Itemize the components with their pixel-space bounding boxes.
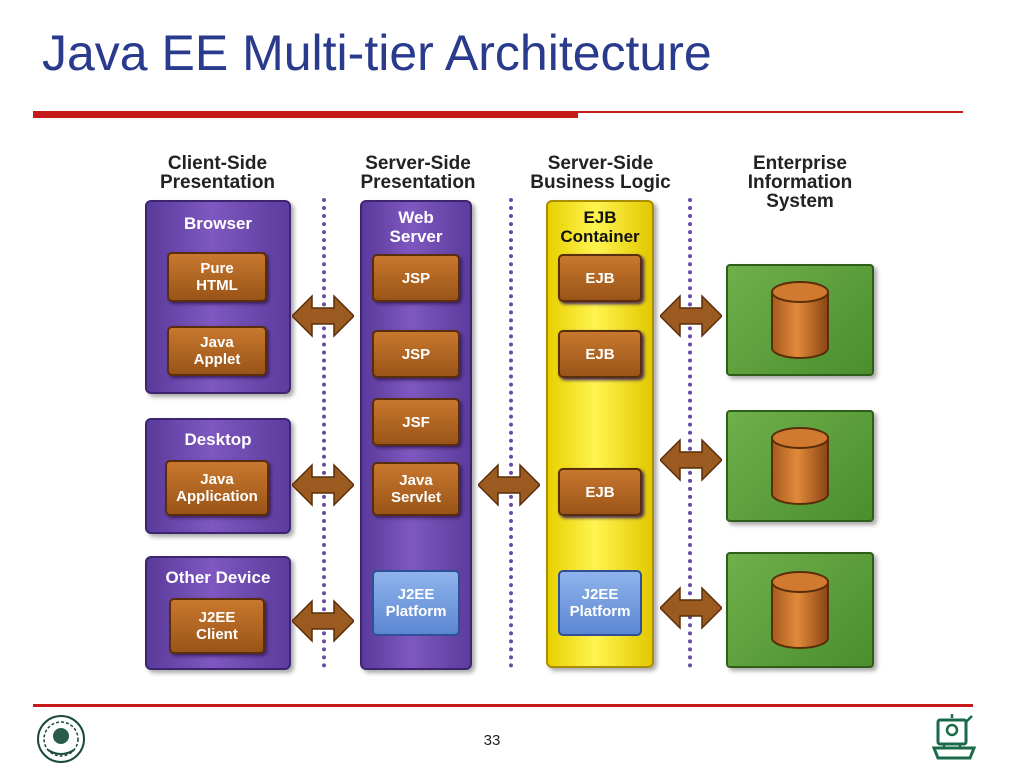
title-divider-accent bbox=[33, 111, 578, 118]
header-line: Business Logic bbox=[530, 172, 671, 193]
database-icon bbox=[771, 427, 829, 505]
platform-line: J2EE bbox=[581, 586, 619, 603]
tier-separator bbox=[322, 198, 326, 668]
component-line: Java bbox=[399, 472, 433, 489]
header-line: Presentation bbox=[360, 172, 476, 193]
department-logo-icon bbox=[931, 714, 977, 760]
component-line: Pure bbox=[200, 260, 234, 277]
component-line: Servlet bbox=[390, 489, 442, 506]
slide-title: Java EE Multi-tier Architecture bbox=[42, 25, 712, 81]
header-line: Client-Side bbox=[167, 153, 268, 174]
label-line: Web bbox=[398, 208, 434, 227]
database-icon bbox=[771, 281, 829, 359]
platform-line: Platform bbox=[569, 603, 631, 620]
desktop-label: Desktop bbox=[184, 430, 252, 449]
bidirectional-arrow-icon bbox=[660, 294, 722, 338]
other-device-label: Other Device bbox=[165, 568, 271, 587]
ejb-component: EJB bbox=[558, 330, 642, 378]
component-line: Applet bbox=[193, 351, 241, 368]
ejb-component: EJB bbox=[558, 468, 642, 516]
tier-separator bbox=[509, 198, 513, 668]
component-line: Java bbox=[200, 471, 234, 488]
ejb-container-label: EJB Container bbox=[548, 208, 652, 246]
bidirectional-arrow-icon bbox=[292, 294, 354, 338]
slide-number: 33 bbox=[483, 732, 501, 749]
bidirectional-arrow-icon bbox=[478, 463, 540, 507]
header-line: Presentation bbox=[159, 172, 276, 193]
jsp-component: JSP bbox=[372, 254, 460, 302]
eis-panel bbox=[726, 410, 874, 522]
label-line: Server bbox=[389, 227, 443, 246]
label-line: Container bbox=[560, 227, 640, 246]
header-line: Information bbox=[747, 172, 853, 193]
jsp-component: JSP bbox=[372, 330, 460, 378]
header-line: System bbox=[766, 191, 834, 212]
component-line: Client bbox=[196, 626, 238, 643]
header-line: Server-Side bbox=[365, 153, 471, 174]
header-eis: Enterprise Information System bbox=[720, 154, 880, 211]
university-logo-icon bbox=[37, 715, 85, 763]
header-server-presentation: Server-Side Presentation bbox=[338, 154, 498, 192]
footer-divider bbox=[33, 704, 973, 707]
eis-panel bbox=[726, 264, 874, 376]
platform-line: J2EE bbox=[397, 586, 435, 603]
component-line: Java bbox=[200, 334, 234, 351]
header-client-side: Client-Side Presentation bbox=[140, 154, 295, 192]
bidirectional-arrow-icon bbox=[660, 586, 722, 630]
jsf-component: JSF bbox=[372, 398, 460, 446]
header-line: Enterprise bbox=[753, 153, 847, 174]
label-line: EJB bbox=[583, 208, 617, 227]
eis-panel bbox=[726, 552, 874, 668]
component-line: Application bbox=[176, 488, 258, 505]
component-line: HTML bbox=[196, 277, 238, 294]
component-line: J2EE bbox=[198, 609, 236, 626]
bidirectional-arrow-icon bbox=[660, 438, 722, 482]
bidirectional-arrow-icon bbox=[292, 463, 354, 507]
database-icon bbox=[771, 571, 829, 649]
header-business-logic: Server-Side Business Logic bbox=[508, 154, 693, 192]
header-line: Server-Side bbox=[547, 153, 654, 174]
web-server-label: Web Server bbox=[362, 208, 470, 246]
bidirectional-arrow-icon bbox=[292, 599, 354, 643]
tier-separator bbox=[688, 198, 692, 668]
browser-label: Browser bbox=[183, 214, 253, 233]
ejb-component: EJB bbox=[558, 254, 642, 302]
platform-line: Platform bbox=[385, 603, 447, 620]
